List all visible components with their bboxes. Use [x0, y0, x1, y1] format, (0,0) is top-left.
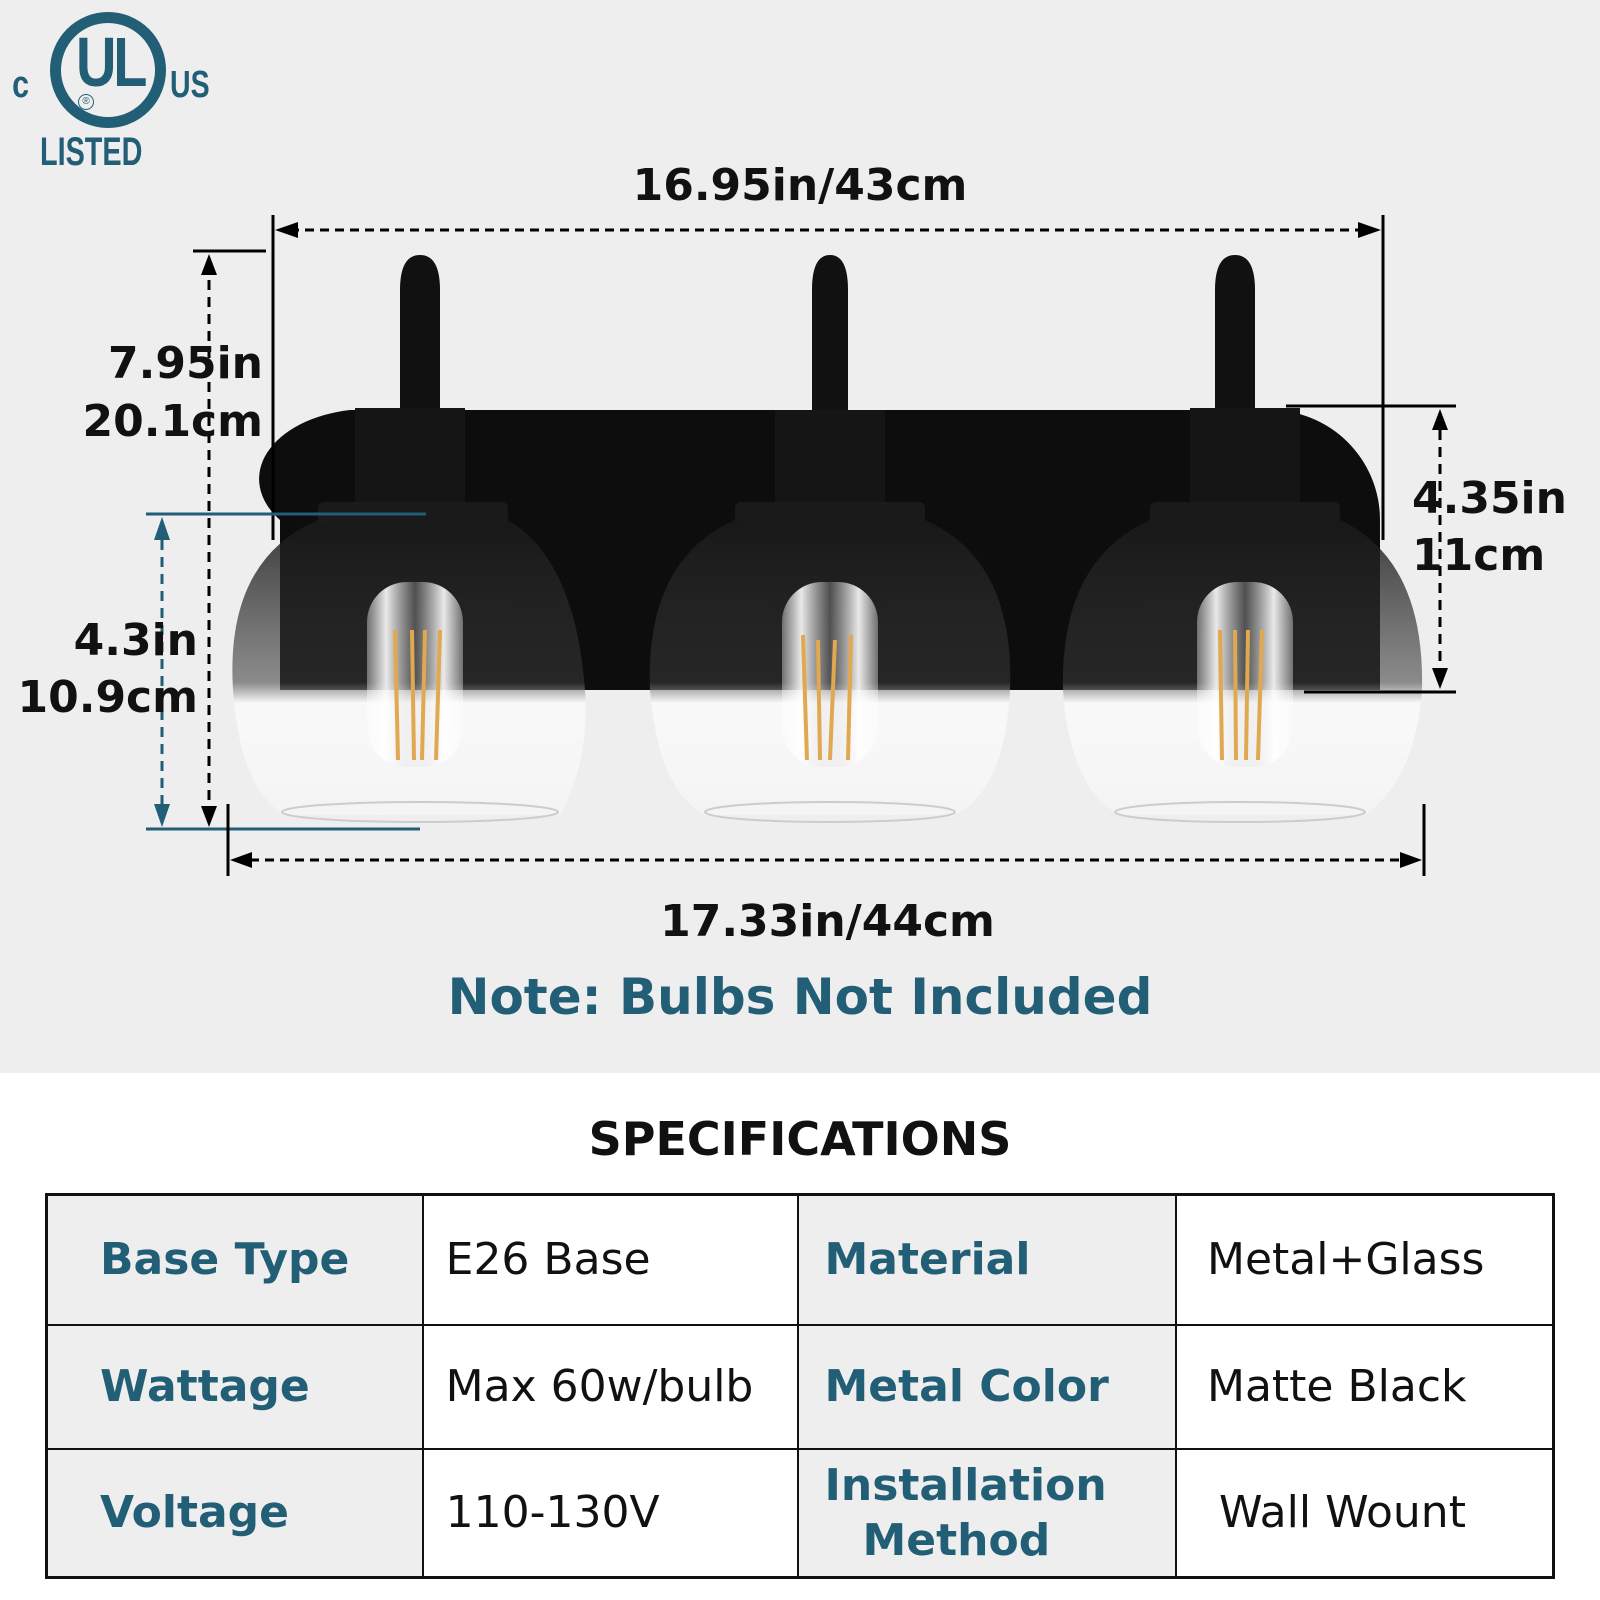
specifications-heading: SPECIFICATIONS	[588, 1112, 1012, 1166]
table-row: Wattage Max 60w/bulb Metal Color Matte B…	[45, 1323, 1555, 1450]
spec-label-base-type: Base Type	[45, 1193, 424, 1326]
spec-label-voltage: Voltage	[45, 1447, 424, 1579]
label-shade-height-cm: 10.9cm	[17, 672, 199, 723]
ul-mark: UL	[76, 23, 147, 101]
spec-label-metal-color: Metal Color	[796, 1323, 1177, 1450]
label-backplate-width: 16.95in/43cm	[632, 160, 968, 211]
dimension-line-overall-height	[193, 249, 266, 827]
ul-suffix-us: US	[170, 64, 210, 106]
spec-label-installation-line2: Method	[862, 1514, 1051, 1566]
label-overall-width: 17.33in/44cm	[660, 896, 995, 947]
spec-label-wattage: Wattage	[45, 1323, 424, 1450]
spec-value-metal-color: Matte Black	[1174, 1323, 1555, 1450]
spec-value-material: Metal+Glass	[1174, 1193, 1555, 1326]
spec-value-installation-method: Wall Wount	[1174, 1447, 1555, 1579]
dimension-line-backplate-width	[271, 215, 1385, 540]
ul-prefix-c: c	[12, 64, 30, 106]
label-extension-in: 4.35in	[1412, 473, 1567, 524]
table-row: Voltage 110-130V Installation Method Wal…	[45, 1447, 1555, 1579]
label-overall-height-in: 7.95in	[108, 338, 263, 389]
ul-ring-icon	[50, 12, 166, 128]
bulbs-not-included-note: Note: Bulbs Not Included	[447, 968, 1153, 1026]
lamp-center	[649, 255, 1011, 823]
label-extension-cm: 11cm	[1412, 530, 1546, 581]
ul-listed-label: LISTED	[40, 130, 143, 174]
label-overall-height-cm: 20.1cm	[82, 396, 264, 447]
dimension-line-overall-width	[226, 804, 1426, 876]
lamp-left	[232, 255, 586, 823]
spec-label-installation-line1: Installation	[824, 1459, 1107, 1511]
spec-label-installation-method: Installation Method	[796, 1447, 1177, 1579]
spec-label-material: Material	[796, 1193, 1177, 1326]
ul-listed-logo: UL ® c US LISTED	[10, 12, 210, 177]
dimension-line-extension	[1286, 404, 1456, 694]
vanity-light-illustration	[146, 215, 1456, 876]
dimension-line-shade-height	[146, 512, 426, 831]
table-row: Base Type E26 Base Material Metal+Glass	[45, 1193, 1555, 1326]
registered-mark-icon: ®	[78, 94, 94, 110]
lamp-right	[1062, 255, 1423, 823]
specifications-table: Base Type E26 Base Material Metal+Glass …	[45, 1193, 1555, 1579]
spec-value-voltage: 110-130V	[421, 1447, 799, 1579]
spec-value-wattage: Max 60w/bulb	[421, 1323, 799, 1450]
spec-value-base-type: E26 Base	[421, 1193, 799, 1326]
label-shade-height-in: 4.3in	[73, 615, 198, 666]
